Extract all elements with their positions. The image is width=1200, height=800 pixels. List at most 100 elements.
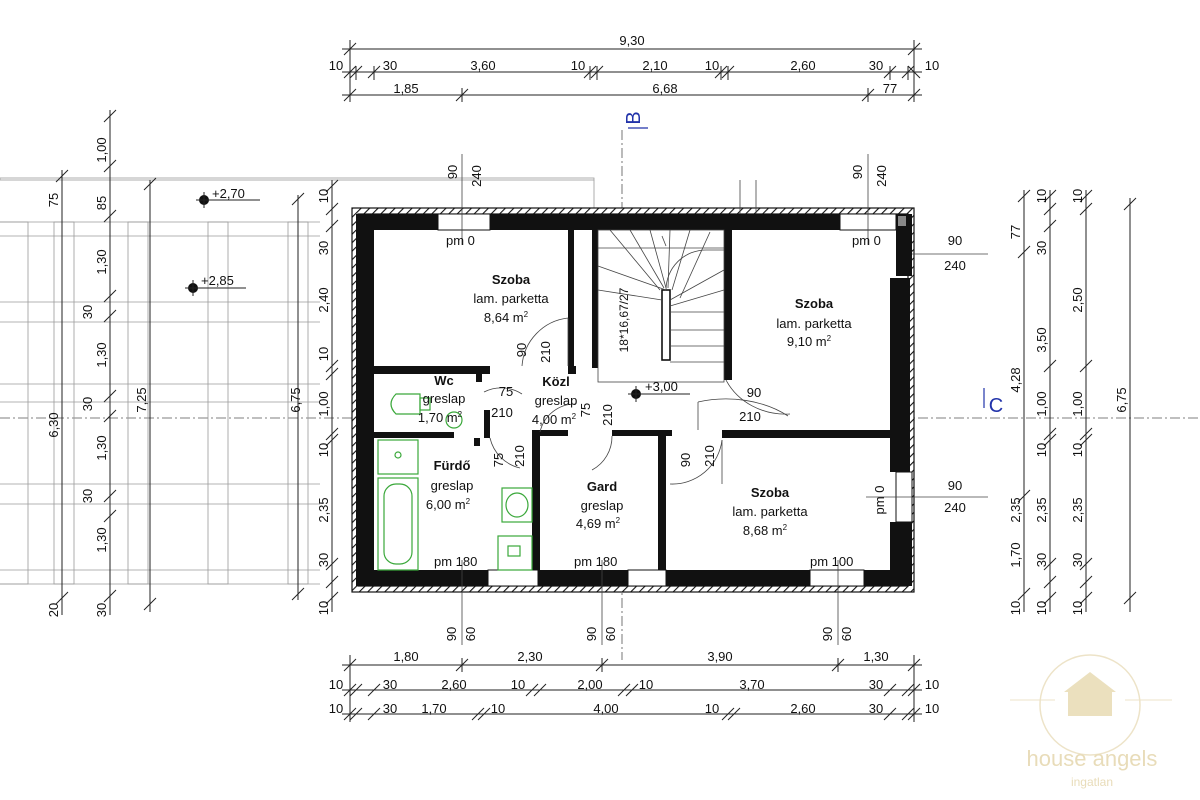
room-floor: lam. parketta	[473, 291, 549, 306]
svg-text:9,10 m2: 9,10 m2	[787, 334, 832, 349]
room-name: Közl	[542, 374, 569, 389]
dim-label: 77	[1008, 225, 1023, 239]
room-floor: lam. parketta	[732, 504, 808, 519]
dim-label: 2,60	[790, 58, 815, 73]
dim-label: 10	[925, 701, 939, 716]
room-szoba-2: Szoba lam. parketta 9,10 m2	[776, 296, 852, 349]
room-name: Wc	[434, 373, 454, 388]
door-label: 210	[491, 405, 513, 420]
area-unit-sup: 2	[783, 523, 788, 532]
door-label: 210	[600, 404, 615, 426]
dim-label: 10	[1070, 189, 1085, 203]
room-area: 8,64 m	[484, 310, 524, 325]
door-label: 210	[702, 445, 717, 467]
dim-label: 30	[1034, 241, 1049, 255]
terrace-total-2: 7,25	[134, 387, 149, 412]
dim-label: 30	[94, 603, 109, 617]
dim-label: 10	[639, 677, 653, 692]
door-labels: 90 210 75 210 75 210 75 210 90 210 90 21…	[491, 341, 761, 467]
level-marker-icon	[628, 386, 690, 402]
door-label: 75	[499, 384, 513, 399]
dim-label: 10	[1034, 189, 1049, 203]
terrace-total-1: 6,30	[46, 412, 61, 437]
dim-label: 2,00	[577, 677, 602, 692]
area-unit-sup: 2	[572, 412, 577, 421]
room-szoba-1: Szoba lam. parketta 8,64 m2	[473, 272, 549, 325]
area-unit-sup: 2	[458, 410, 463, 419]
room-szoba-3: Szoba lam. parketta 8,68 m2	[732, 485, 808, 538]
room-floor: lam. parketta	[776, 316, 852, 331]
logo-sub: ingatlan	[1071, 775, 1113, 789]
right-total-dim: 6,75	[1114, 387, 1129, 412]
dim-label: 10	[329, 677, 343, 692]
dim-label: 30	[383, 701, 397, 716]
dim-label: 10	[925, 677, 939, 692]
dim-label: 1,30	[94, 249, 109, 274]
level-label: +2,70	[212, 186, 245, 201]
svg-text:6,00 m2: 6,00 m2	[426, 497, 471, 512]
dim-label: 3,60	[470, 58, 495, 73]
dim-label: 2,30	[517, 649, 542, 664]
room-gard: Gard greslap 4,69 m2	[576, 479, 623, 531]
dim-label: 6,68	[652, 81, 677, 96]
area-unit-sup: 2	[827, 334, 832, 343]
house-angels-logo: house angels ingatlan	[1010, 654, 1172, 789]
room-name: Fürdő	[434, 458, 471, 473]
dim-label: 1,85	[393, 81, 418, 96]
level-marker-icon	[185, 280, 246, 296]
section-c-label: C	[989, 395, 1003, 417]
dim-label: 10	[705, 58, 719, 73]
dim-label: 10	[329, 58, 343, 73]
window-tags: 90 240 90 240 90 240 90 240 90 60 90 60 …	[434, 154, 988, 645]
bottom-dimension-lines: 1,80 2,30 3,90 1,30 10 30 2,60 10 2,00 1…	[329, 649, 939, 722]
dim-label: 75	[46, 193, 61, 207]
dim-label: 1,00	[1034, 391, 1049, 416]
center-level-label: +3,00	[645, 379, 678, 394]
window-label: 60	[839, 627, 854, 641]
dim-label: 30	[316, 553, 331, 567]
dim-label: 2,60	[790, 701, 815, 716]
room-wc: Wc greslap 1,70 m2	[418, 373, 465, 425]
dim-label: 30	[383, 58, 397, 73]
room-furdo: Fürdő greslap 6,00 m2	[426, 458, 473, 512]
window-label: 90	[584, 627, 599, 641]
dim-label: 30	[80, 489, 95, 503]
door-label: 75	[578, 403, 593, 417]
level-label: +2,85	[201, 273, 234, 288]
room-floor: greslap	[535, 393, 578, 408]
house-icon	[1064, 672, 1116, 716]
top-dimension-lines: 9,30 10 30 3,60 10 2,10 10 2,60 30 10 1,…	[329, 33, 939, 102]
dim-label: 10	[316, 443, 331, 457]
room-floor: greslap	[581, 498, 624, 513]
svg-text:1,70 m2: 1,70 m2	[418, 410, 463, 425]
door-label: 90	[747, 385, 761, 400]
dim-label: 10	[316, 189, 331, 203]
svg-text:8,68 m2: 8,68 m2	[743, 523, 788, 538]
dim-label: 1,00	[316, 391, 331, 416]
dim-label: 77	[883, 81, 897, 96]
dim-label: 1,80	[393, 649, 418, 664]
dim-label: 10	[316, 347, 331, 361]
dim-label: 10	[1008, 601, 1023, 615]
room-name: Szoba	[795, 296, 834, 311]
dim-label: 3,50	[1034, 327, 1049, 352]
section-b-label: B	[623, 111, 645, 124]
left-dimension-lines: 10 30 2,40 10 1,00 10 2,35 30 10 6,75	[288, 179, 339, 615]
area-unit-sup: 2	[616, 516, 621, 525]
left-total-dim: 6,75	[288, 387, 303, 412]
room-name: Szoba	[492, 272, 531, 287]
dim-label: 10	[1034, 601, 1049, 615]
room-kozl: Közl greslap 4,00 m2	[532, 374, 577, 427]
door-label: 75	[491, 453, 506, 467]
dim-label: 10	[925, 58, 939, 73]
dim-label: 30	[383, 677, 397, 692]
dim-label: 10	[1070, 601, 1085, 615]
window-label: 240	[944, 258, 966, 273]
dim-label: 10	[491, 701, 505, 716]
dim-label: 3,70	[739, 677, 764, 692]
dim-label: 10	[1070, 443, 1085, 457]
dim-label: 2,40	[316, 287, 331, 312]
dim-label: 10	[1034, 443, 1049, 457]
room-area: 4,00 m	[532, 412, 572, 427]
dim-label: 10	[511, 677, 525, 692]
